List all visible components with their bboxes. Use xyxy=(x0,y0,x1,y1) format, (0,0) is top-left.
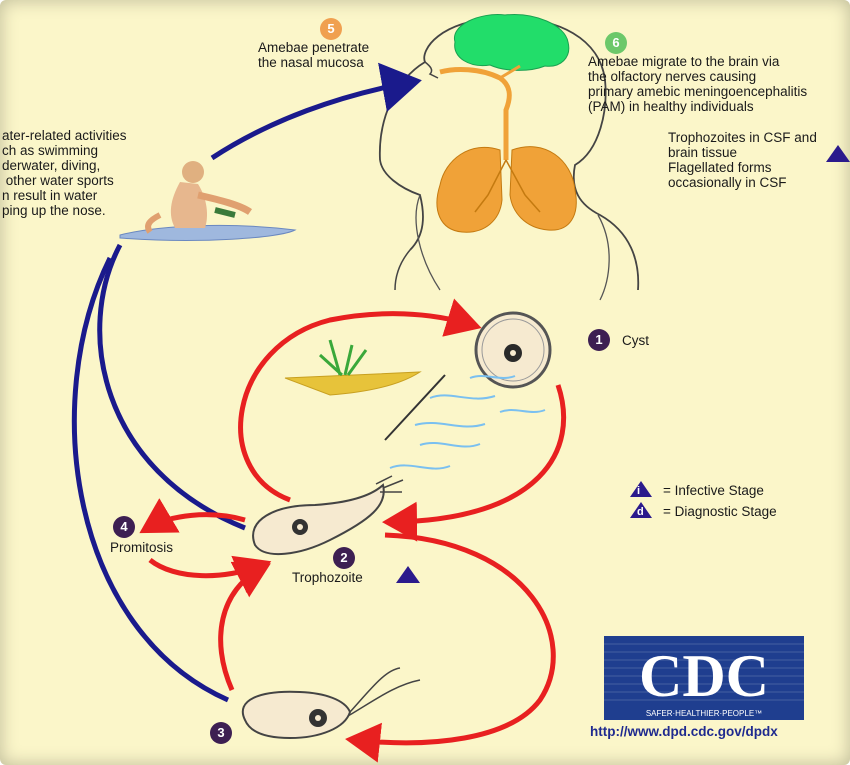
trophozoite-stage xyxy=(252,475,404,556)
legend-diagnostic-label: = Diagnostic Stage xyxy=(663,504,777,519)
right-lung xyxy=(509,146,577,231)
trophozoite-label: Trophozoite xyxy=(292,570,363,585)
step-3-badge: 3 xyxy=(210,722,232,744)
cyst-label: Cyst xyxy=(622,333,649,348)
soil-plant xyxy=(284,339,422,396)
red-arrows xyxy=(139,298,567,763)
nasal-passage xyxy=(439,67,512,160)
csf-text: Trophozoites in CSF and brain tissue Fla… xyxy=(668,130,817,190)
cyst-stage xyxy=(474,311,552,389)
legend-infective-symbol: i xyxy=(637,485,641,497)
step-2-badge: 2 xyxy=(333,547,355,569)
step-4-badge: 4 xyxy=(113,516,135,538)
cdc-tagline: SAFER·HEALTHIER·PEOPLE™ xyxy=(646,709,762,718)
legend-symbols xyxy=(396,145,850,583)
source-url[interactable]: http://www.dpd.cdc.gov/dpdx xyxy=(590,724,778,739)
human-figure xyxy=(379,14,640,301)
promitosis-label: Promitosis xyxy=(110,540,174,555)
divider-line xyxy=(384,374,446,441)
swimmer-illustration xyxy=(119,161,297,241)
legend-diagnostic-symbol: d xyxy=(637,506,644,518)
brain-shape xyxy=(454,14,570,71)
cdc-logo-text: CDC xyxy=(639,643,769,709)
step-6-badge: 6 xyxy=(605,32,627,54)
cdc-logo: CDC SAFER·HEALTHIER·PEOPLE™ xyxy=(604,636,804,720)
flagellate-stage xyxy=(242,667,421,740)
water-waves xyxy=(389,375,546,470)
step-5-text: Amebae penetrate the nasal mucosa xyxy=(258,40,370,70)
step-6-text: Amebae migrate to the brain via the olfa… xyxy=(588,54,808,114)
blue-arrows xyxy=(71,62,422,703)
legend-infective-label: = Infective Stage xyxy=(663,483,764,498)
step-5-badge: 5 xyxy=(320,18,342,40)
step-1-badge: 1 xyxy=(588,329,610,351)
left-lung xyxy=(436,146,503,233)
water-activities-text: ater-related activities ch as swimming d… xyxy=(2,128,127,218)
